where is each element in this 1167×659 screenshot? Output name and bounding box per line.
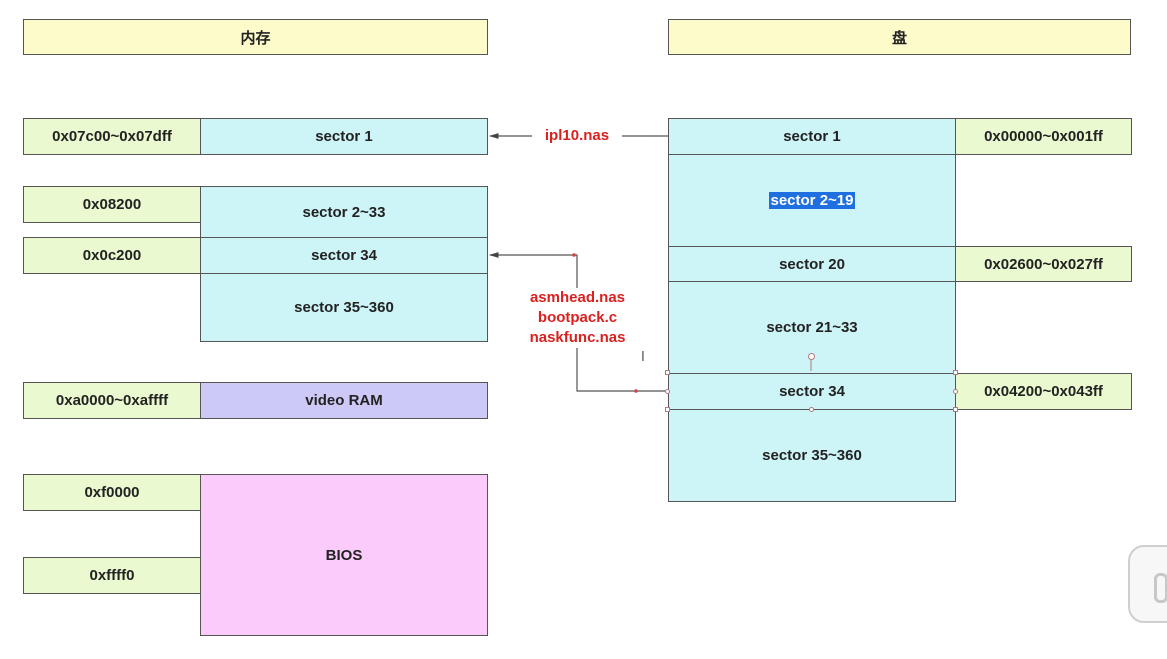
resize-handle[interactable]	[953, 370, 958, 375]
selected-text[interactable]: sector 2~19	[768, 192, 856, 209]
disk-sector1-address: 0x00000~0x001ff	[955, 118, 1132, 155]
disk-sector2-19: sector 2~19	[668, 154, 956, 247]
memory-header: 内存	[23, 19, 488, 55]
memory-video-ram: video RAM	[200, 382, 488, 419]
memory-sector34-address: 0x0c200	[23, 237, 201, 274]
tv-logo-icon	[1128, 545, 1167, 623]
memory-bios-end-address: 0xffff0	[23, 557, 201, 594]
memory-sector2-33: sector 2~33	[200, 186, 488, 238]
disk-sector1: sector 1	[668, 118, 956, 155]
disk-sector35-360: sector 35~360	[668, 409, 956, 502]
memory-sector2-33-address: 0x08200	[23, 186, 201, 223]
memory-sector1-address: 0x07c00~0x07dff	[23, 118, 201, 155]
rotate-handle[interactable]	[808, 353, 815, 360]
memory-sector34: sector 34	[200, 237, 488, 274]
file-bootpack: bootpack.c	[537, 309, 618, 326]
resize-handle[interactable]	[953, 389, 958, 394]
memory-sector1: sector 1	[200, 118, 488, 155]
resize-handle[interactable]	[809, 407, 814, 412]
files-label: asmhead.nas bootpack.c naskfunc.nas	[505, 288, 650, 348]
file-asmhead: asmhead.nas	[529, 289, 626, 306]
disk-sector34-address: 0x04200~0x043ff	[955, 373, 1132, 410]
resize-handle[interactable]	[665, 407, 670, 412]
memory-vram-address: 0xa0000~0xaffff	[23, 382, 201, 419]
disk-sector34[interactable]: sector 34	[668, 373, 956, 410]
disk-sector20-address: 0x02600~0x027ff	[955, 246, 1132, 282]
memory-bios: BIOS	[200, 474, 488, 636]
disk-header: 盘	[668, 19, 1131, 55]
ipl-label: ipl10.nas	[532, 126, 622, 146]
resize-handle[interactable]	[665, 389, 670, 394]
resize-handle[interactable]	[953, 407, 958, 412]
resize-handle[interactable]	[665, 370, 670, 375]
file-naskfunc: naskfunc.nas	[529, 329, 626, 346]
disk-sector20: sector 20	[668, 246, 956, 282]
text-cursor-icon: I	[641, 350, 645, 365]
disk-sector21-33: sector 21~33	[668, 281, 956, 374]
memory-bios-start-address: 0xf0000	[23, 474, 201, 511]
memory-sector35-360: sector 35~360	[200, 273, 488, 342]
